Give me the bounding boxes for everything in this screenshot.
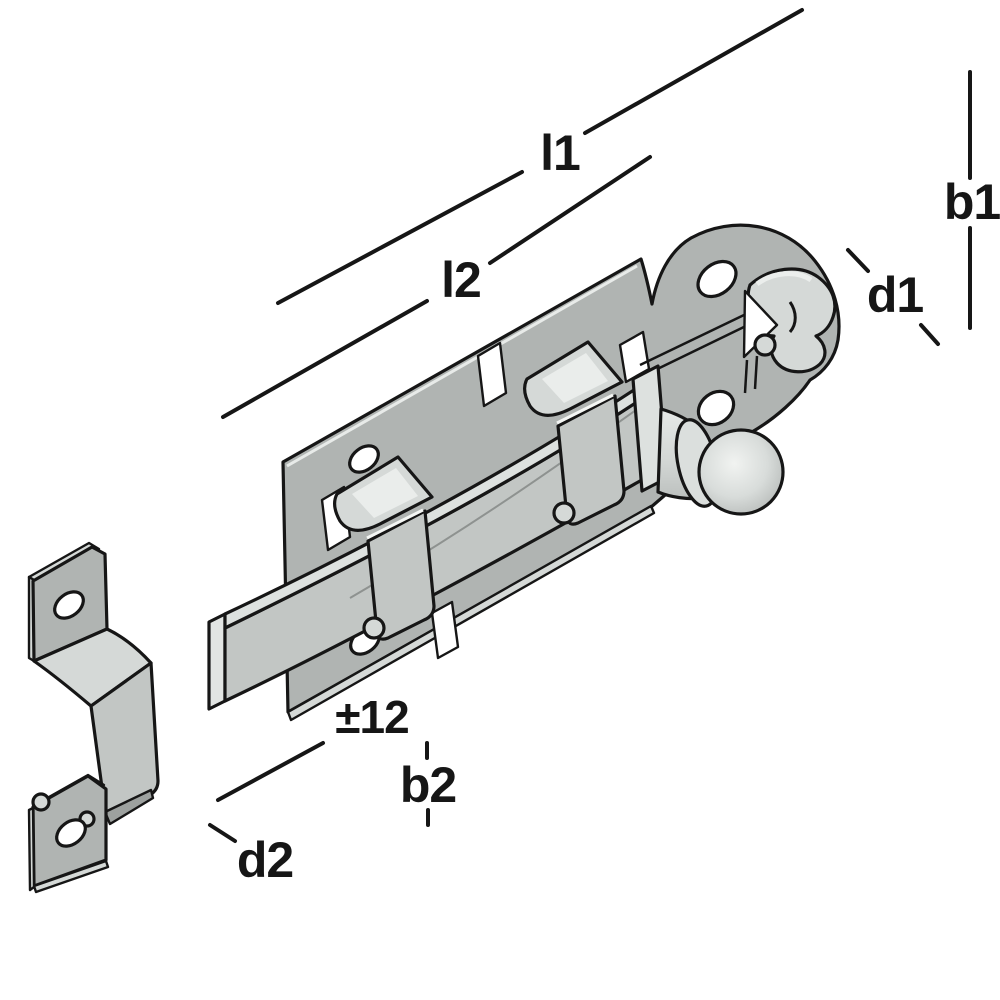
screw-hole-lobe-bottom	[696, 389, 736, 427]
label-offset: ±12	[335, 691, 408, 743]
keeper-bracket	[27, 541, 160, 894]
dim-line-l1-upper	[583, 8, 804, 135]
dim-line-offset	[216, 741, 325, 802]
screw-hole-upper-left	[348, 444, 380, 474]
bracket-hole-bottom	[55, 818, 87, 848]
dim-line-d1-upper	[846, 248, 870, 273]
dimension-labels: l1 l2 b1 d1 ±12 b2 d2	[237, 125, 1000, 888]
bracket-weld-1	[31, 792, 51, 812]
label-l1: l1	[540, 125, 580, 181]
dim-line-l2-lower	[221, 299, 429, 419]
bolt-knob	[697, 428, 785, 516]
plate-top-edge-highlight	[286, 264, 638, 468]
keeper-hook	[742, 267, 837, 394]
bracket-left-thickness-bottom	[27, 806, 36, 892]
keeper-hook-foot	[753, 333, 777, 357]
bolt-bar-end-face	[207, 612, 227, 711]
keeper-hook-curl	[788, 301, 797, 333]
dimension-lines	[208, 8, 972, 843]
bolt-slot-gap-line-1	[639, 313, 745, 367]
label-l2: l2	[441, 252, 481, 308]
dim-line-l1-lower	[276, 170, 524, 305]
bracket-hole-top	[53, 590, 85, 620]
plate-cutout-2-upper	[476, 341, 508, 408]
bracket-bottom-thickness	[32, 859, 110, 894]
plate-bolt-illustration	[207, 223, 841, 722]
plate-bottom-thickness	[286, 504, 656, 722]
dim-line-d2-tick	[208, 823, 237, 843]
keeper-hook-slot-line-1	[743, 359, 749, 394]
screw-hole-lobe-top	[696, 259, 738, 299]
keeper-hook-slot-line-2	[753, 355, 759, 390]
label-d1: d1	[867, 267, 924, 323]
dim-line-l2-upper	[488, 155, 652, 265]
label-b1: b1	[944, 174, 1000, 230]
label-b2: b2	[400, 757, 456, 813]
dim-line-d1-lower	[919, 323, 940, 346]
label-d2: d2	[237, 832, 293, 888]
bolt-slot-gap-line-2	[644, 323, 749, 377]
bracket-lower-wedge	[103, 788, 155, 826]
plate-cutout-1-lower	[430, 600, 460, 660]
keeper-hook-highlight	[755, 271, 813, 287]
